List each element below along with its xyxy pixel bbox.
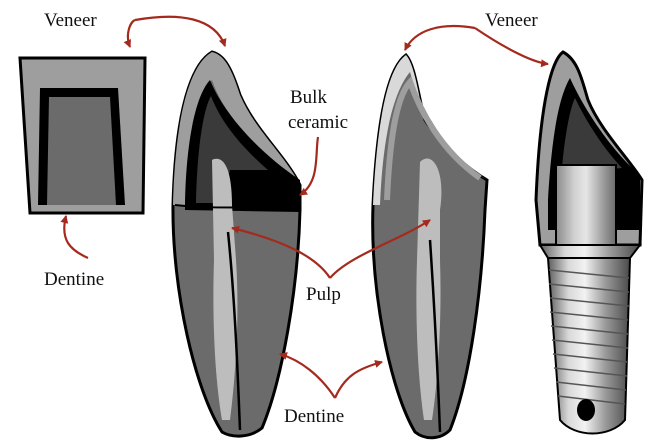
dentine-label-bottom: Dentine: [284, 406, 344, 427]
bulk-ceramic-label-line1: Bulk: [290, 87, 327, 108]
bulk-ceramic-label-line2: ceramic: [288, 112, 348, 133]
crown-cap-illustration: [20, 58, 145, 213]
dentine-label-left: Dentine: [44, 269, 104, 290]
veneered-tooth-illustration: [373, 55, 487, 438]
veneer-label-left: Veneer: [44, 10, 97, 31]
pulp-label: Pulp: [306, 284, 341, 305]
implant-crown-illustration: [536, 52, 642, 434]
veneer-label-right: Veneer: [485, 10, 538, 31]
